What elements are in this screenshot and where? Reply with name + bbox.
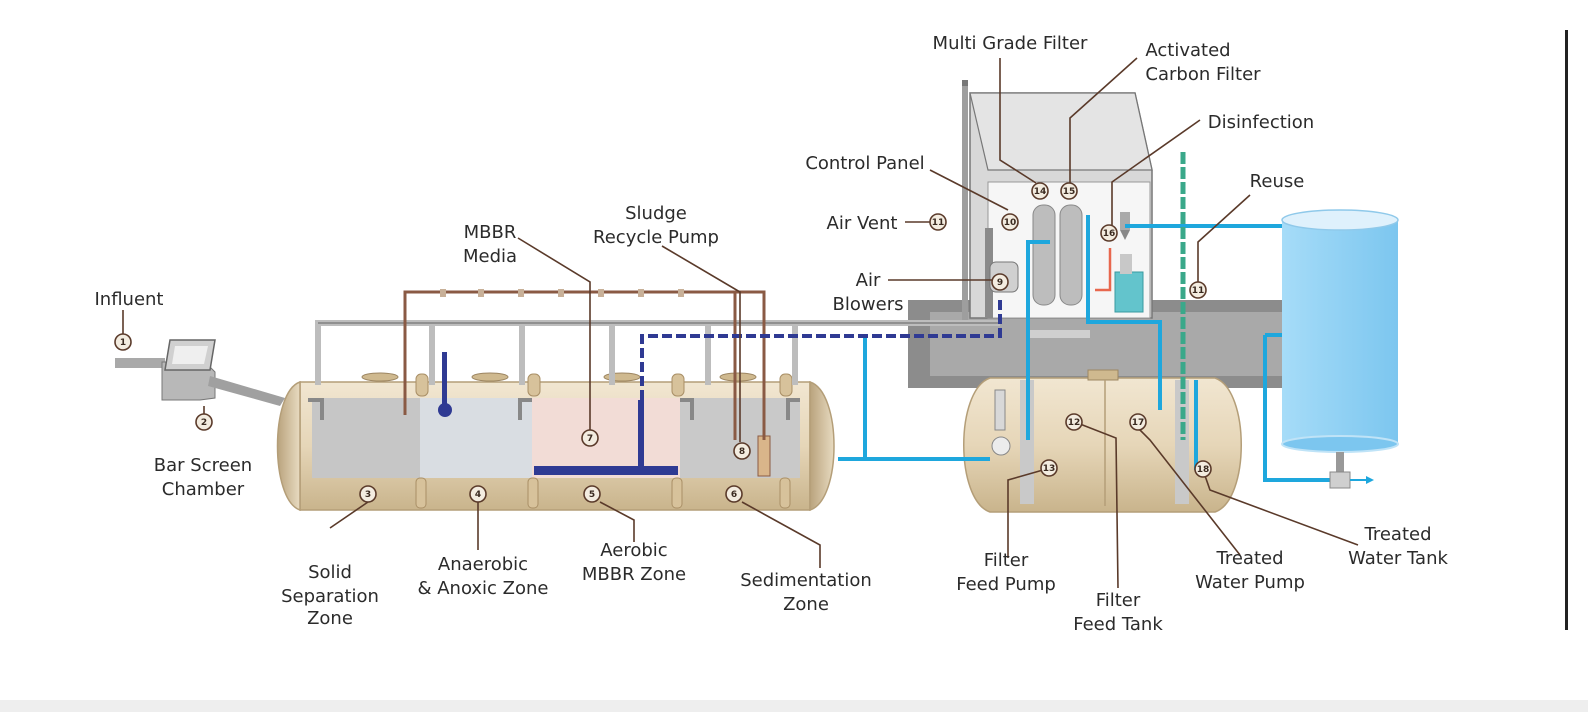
label-air-vent: Air Vent xyxy=(827,213,898,234)
badge-1: 1 xyxy=(114,333,132,351)
svg-text:11: 11 xyxy=(1192,286,1205,296)
main-treatment-tank xyxy=(276,352,835,512)
reuse-tank xyxy=(1281,209,1399,489)
badge-15: 15 xyxy=(1060,182,1078,200)
label-reuse: Reuse xyxy=(1250,171,1305,192)
badge-3: 3 xyxy=(359,485,377,503)
right-edge-rule xyxy=(1565,30,1568,630)
badge-17: 17 xyxy=(1129,413,1147,431)
bottom-edge-band xyxy=(0,700,1588,712)
badge-7: 7 xyxy=(581,429,599,447)
badge-10: 10 xyxy=(1001,213,1019,231)
label-influent: Influent xyxy=(94,289,163,310)
air-distribution-line xyxy=(640,300,1002,400)
label-sedimentation-2: Zone xyxy=(783,594,829,615)
bar-screen-chamber xyxy=(115,339,285,406)
svg-text:1: 1 xyxy=(120,338,126,348)
label-filter-feed-tank-1: Filter xyxy=(1096,590,1141,611)
svg-text:9: 9 xyxy=(997,278,1003,288)
label-aerobic-1: Aerobic xyxy=(600,540,667,561)
label-carbon-filter-1: Activated xyxy=(1145,40,1230,61)
svg-text:2: 2 xyxy=(201,418,207,428)
label-filter-feed-tank-2: Feed Tank xyxy=(1073,614,1163,635)
aerobic-mbbr-zone xyxy=(532,398,680,478)
label-carbon-filter-2: Carbon Filter xyxy=(1145,64,1261,85)
svg-text:4: 4 xyxy=(475,490,481,500)
label-filter-feed-pump-1: Filter xyxy=(984,550,1029,571)
water-pipes xyxy=(838,215,1340,482)
badge-11-reuse: 11 xyxy=(1189,281,1207,299)
badge-14: 14 xyxy=(1031,182,1049,200)
label-treated-water-tank-1: Treated xyxy=(1363,524,1431,545)
badge-8: 8 xyxy=(733,442,751,460)
label-mbbr-media-1: MBBR xyxy=(464,222,517,243)
solid-separation-zone xyxy=(312,398,420,478)
leader-lines xyxy=(122,57,1359,589)
sludge-pipes xyxy=(403,290,766,440)
svg-text:15: 15 xyxy=(1063,187,1076,197)
label-bar-screen-1: Bar Screen xyxy=(154,455,252,476)
svg-text:5: 5 xyxy=(589,490,595,500)
svg-text:3: 3 xyxy=(365,490,371,500)
filter-feed-tank xyxy=(963,369,1242,513)
label-solid-sep-1: Solid xyxy=(308,562,352,583)
svg-text:10: 10 xyxy=(1004,218,1017,228)
label-aerobic-2: MBBR Zone xyxy=(582,564,686,585)
label-treated-water-pump-2: Water Pump xyxy=(1195,572,1305,593)
svg-text:8: 8 xyxy=(739,447,745,457)
label-bar-screen-2: Chamber xyxy=(162,479,245,500)
svg-text:7: 7 xyxy=(587,434,593,444)
label-anaerobic-2: & Anoxic Zone xyxy=(417,578,548,599)
svg-text:14: 14 xyxy=(1034,187,1047,197)
badge-2: 2 xyxy=(195,413,213,431)
svg-text:13: 13 xyxy=(1043,464,1056,474)
label-treated-water-pump-1: Treated xyxy=(1215,548,1283,569)
badge-11-air-vent: 11 xyxy=(929,213,947,231)
badge-18: 18 xyxy=(1194,460,1212,478)
label-solid-sep-2: Separation xyxy=(281,586,379,607)
svg-text:6: 6 xyxy=(731,490,737,500)
badge-5: 5 xyxy=(583,485,601,503)
badge-9: 9 xyxy=(991,273,1009,291)
label-solid-sep-3: Zone xyxy=(307,608,353,629)
label-control-panel: Control Panel xyxy=(805,153,924,174)
label-air-blowers-2: Blowers xyxy=(833,294,904,315)
svg-text:16: 16 xyxy=(1103,229,1116,239)
svg-text:17: 17 xyxy=(1132,418,1145,428)
svg-text:18: 18 xyxy=(1197,465,1210,475)
label-multi-grade-filter: Multi Grade Filter xyxy=(933,33,1088,54)
badge-13: 13 xyxy=(1040,459,1058,477)
label-filter-feed-pump-2: Feed Pump xyxy=(956,574,1056,595)
label-disinfection: Disinfection xyxy=(1208,112,1314,133)
svg-text:12: 12 xyxy=(1068,418,1081,428)
badge-16: 16 xyxy=(1100,224,1118,242)
label-anaerobic-1: Anaerobic xyxy=(438,554,528,575)
svg-text:11: 11 xyxy=(932,218,945,228)
badge-4: 4 xyxy=(469,485,487,503)
label-sedimentation-1: Sedimentation xyxy=(740,570,872,591)
label-sludge-pump-1: Sludge xyxy=(625,203,687,224)
label-treated-water-tank-2: Water Tank xyxy=(1348,548,1448,569)
badge-12: 12 xyxy=(1065,413,1083,431)
label-air-blowers-1: Air xyxy=(856,270,881,291)
badge-6: 6 xyxy=(725,485,743,503)
anaerobic-anoxic-zone xyxy=(420,398,532,478)
label-mbbr-media-2: Media xyxy=(463,246,517,267)
label-sludge-pump-2: Recycle Pump xyxy=(593,227,719,248)
